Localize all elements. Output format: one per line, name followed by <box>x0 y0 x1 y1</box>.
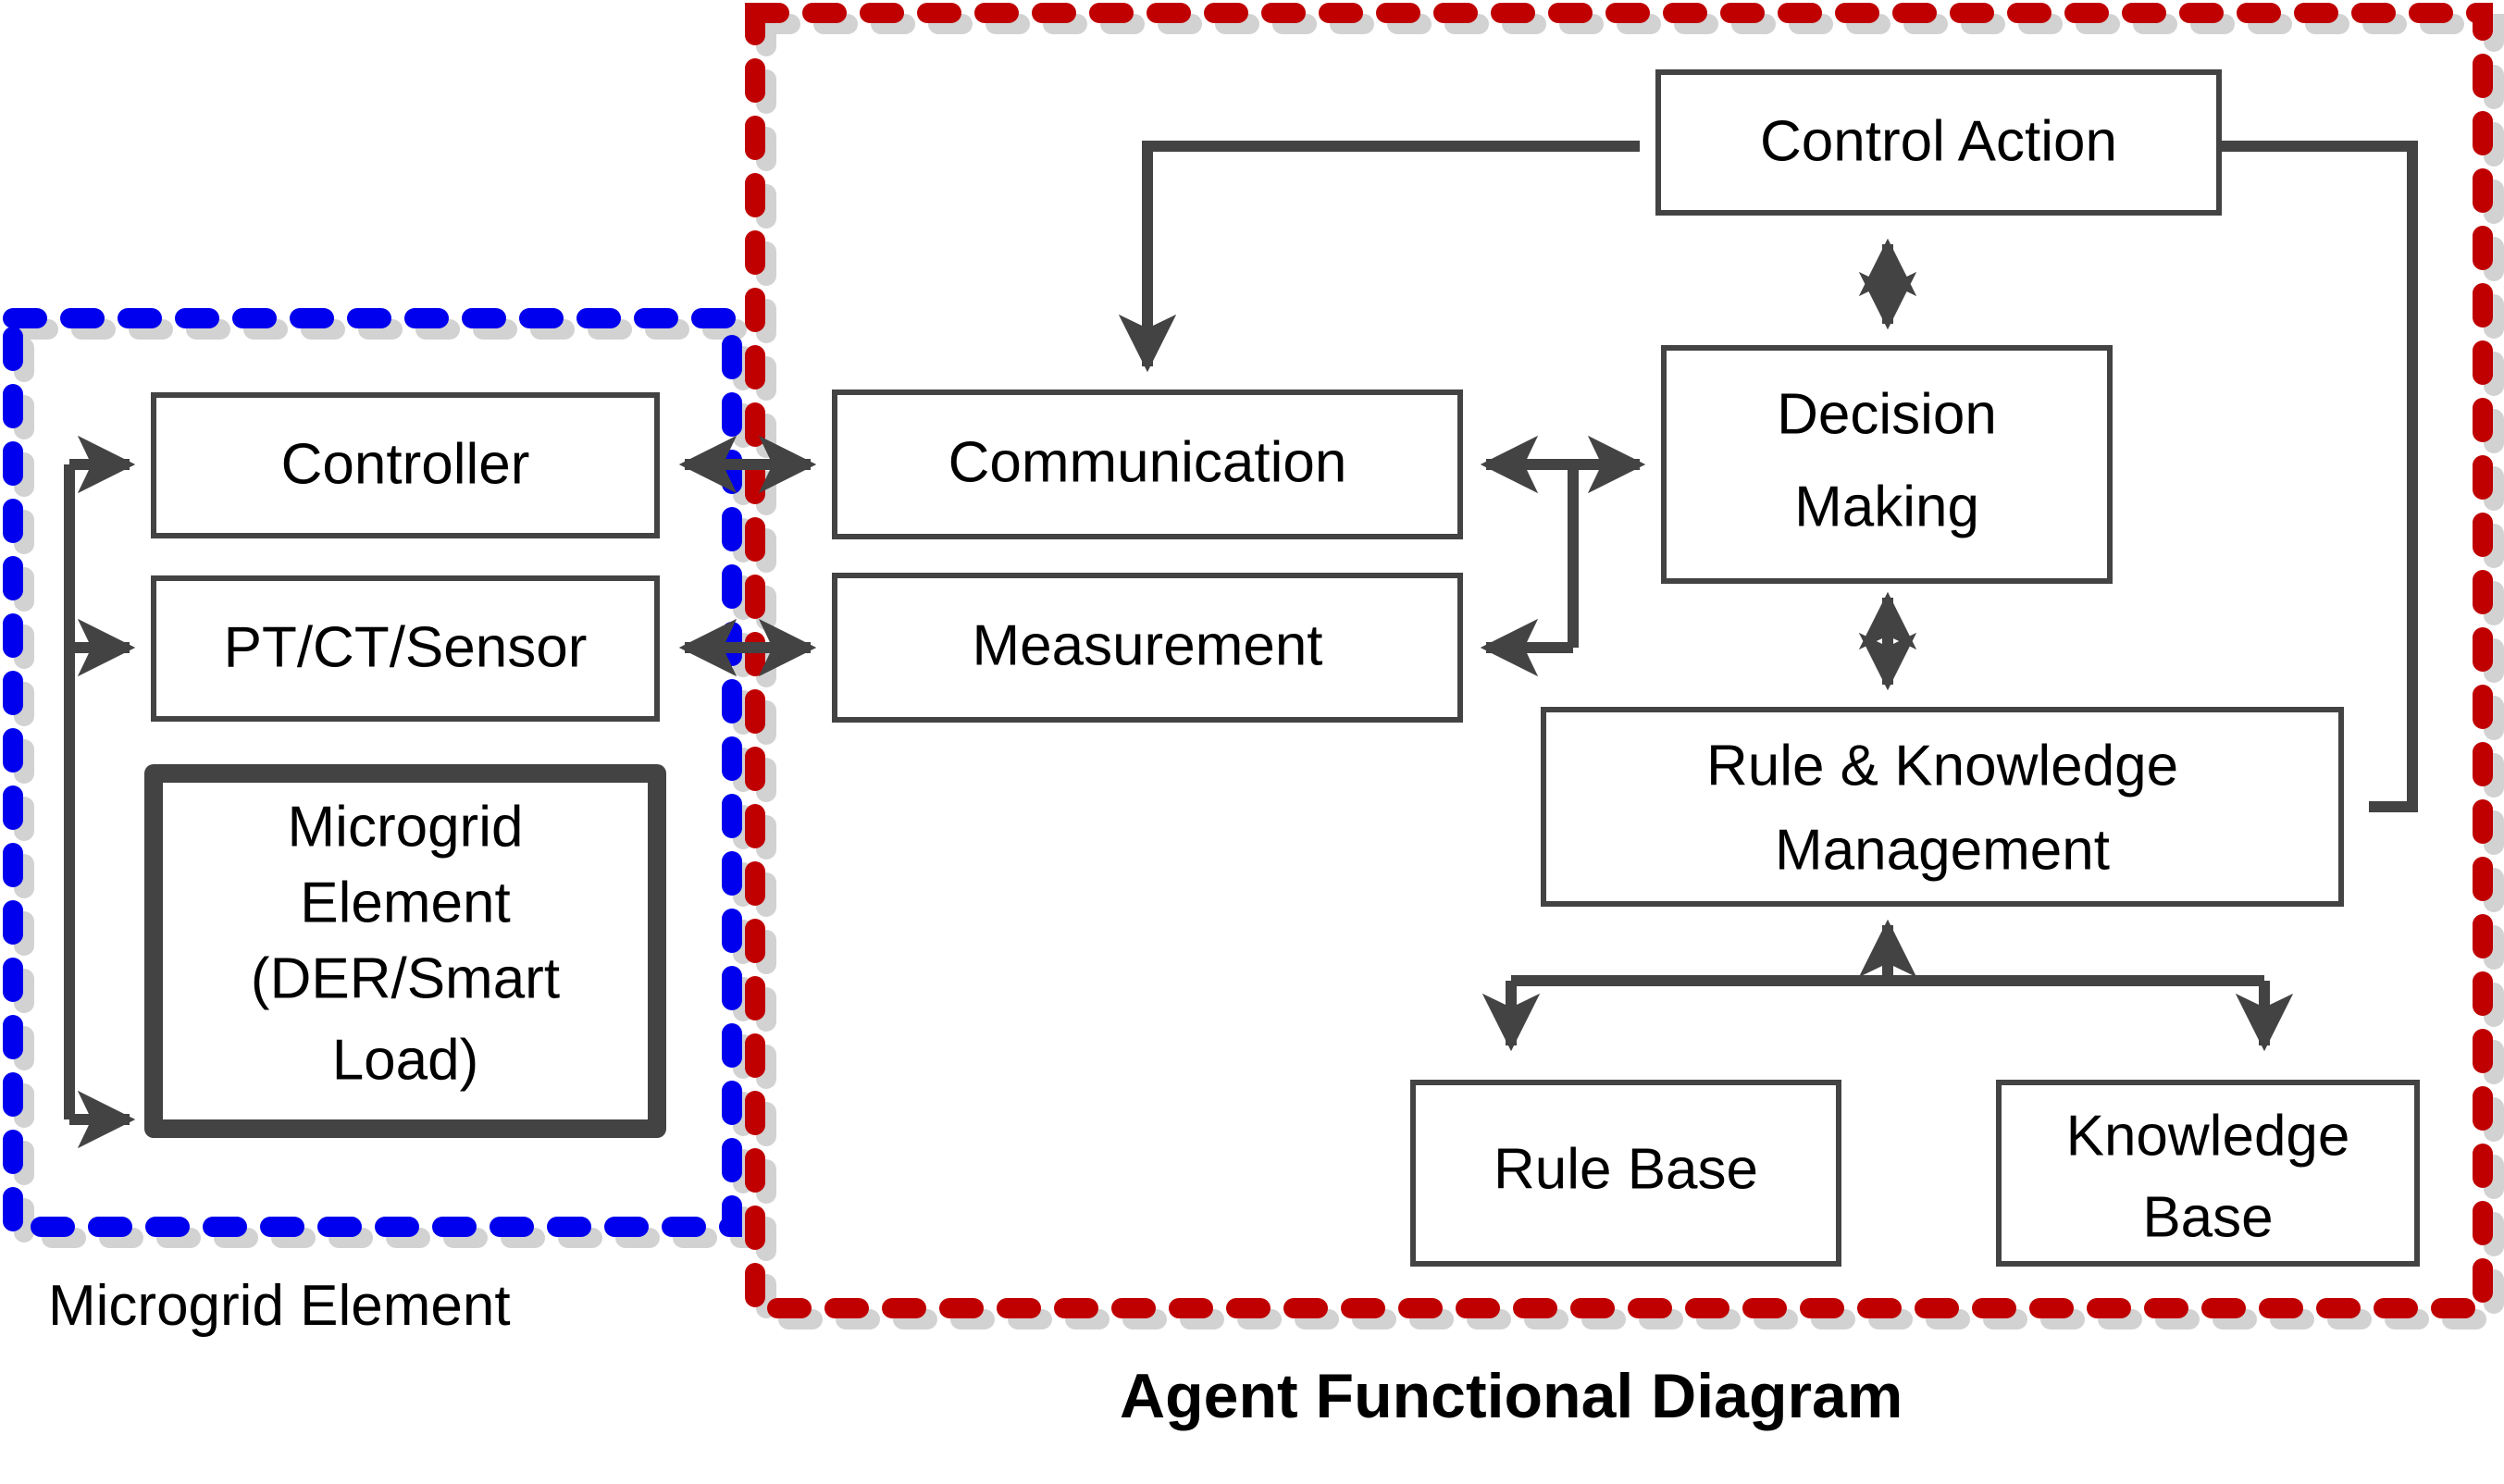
node-knowledge-base-line-1: Knowledge <box>2066 1104 2350 1168</box>
edge-bases-rkm <box>1481 919 2294 1052</box>
edge-rkm-control-action <box>2066 117 2418 812</box>
node-rkm-line-1: Rule & Knowledge <box>1706 734 2178 798</box>
edge-control-action-communication <box>1118 141 1640 373</box>
node-microgrid-line-4: Load) <box>332 1028 479 1092</box>
node-decision-line-1: Decision <box>1777 382 1997 446</box>
node-communication[interactable]: Communication <box>832 390 1463 539</box>
node-microgrid-line-2: Element <box>300 871 510 934</box>
node-microgrid-element[interactable]: Microgrid Element (DER/Smart Load) <box>144 764 666 1138</box>
node-sensor-label: PT/CT/Sensor <box>224 615 588 679</box>
node-controller[interactable]: Controller <box>151 392 660 538</box>
node-rule-base-label: Rule Base <box>1494 1137 1758 1201</box>
node-knowledge-base-line-2: Base <box>2142 1185 2273 1249</box>
node-control-action[interactable]: Control Action <box>1655 69 2222 216</box>
node-rule-base[interactable]: Rule Base <box>1410 1080 1841 1267</box>
node-microgrid-line-3: (DER/Smart <box>251 946 560 1010</box>
microgrid-boundary-shadow <box>14 319 753 1248</box>
node-controller-label: Controller <box>281 432 530 496</box>
microgrid-boundary <box>3 308 742 1237</box>
node-rkm-line-2: Management <box>1775 818 2110 882</box>
edge-communication-decision <box>1480 435 1646 677</box>
diagram-title: Agent Functional Diagram <box>1120 1361 1903 1431</box>
node-measurement-label: Measurement <box>972 613 1322 677</box>
node-measurement[interactable]: Measurement <box>832 573 1463 723</box>
node-communication-label: Communication <box>948 430 1347 494</box>
node-rule-knowledge-management[interactable]: Rule & Knowledge Management <box>1541 707 2344 907</box>
microgrid-element-caption: Microgrid Element <box>48 1274 511 1338</box>
node-control-action-label: Control Action <box>1760 109 2117 173</box>
node-decision-line-2: Making <box>1794 475 1979 538</box>
node-knowledge-base[interactable]: Knowledge Base <box>1996 1080 2420 1267</box>
node-decision-making[interactable]: Decision Making <box>1661 345 2113 584</box>
node-sensor[interactable]: PT/CT/Sensor <box>151 575 660 722</box>
edge-feedback-spine <box>64 435 136 1149</box>
node-microgrid-line-1: Microgrid <box>288 795 524 859</box>
